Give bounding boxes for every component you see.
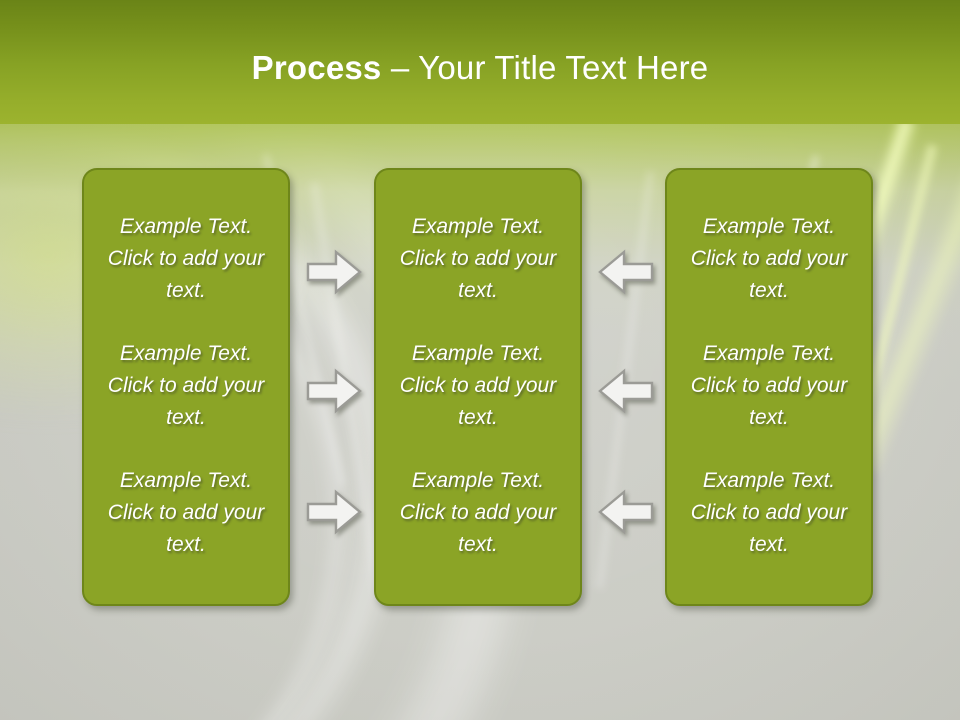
- arrow-left-icon[interactable]: [598, 249, 654, 295]
- process-text[interactable]: Example Text. Click to add your text.: [399, 341, 557, 429]
- arrow-right-icon[interactable]: [306, 368, 362, 414]
- page-title-bold: Process: [251, 49, 382, 86]
- process-text[interactable]: Example Text. Click to add your text.: [107, 215, 265, 303]
- process-text[interactable]: Example Text. Click to add your text.: [690, 341, 848, 429]
- arrow-left-icon[interactable]: [598, 489, 654, 535]
- process-text[interactable]: Example Text. Click to add your text.: [690, 215, 848, 303]
- process-text[interactable]: Example Text. Click to add your text.: [399, 468, 557, 556]
- process-text[interactable]: Example Text. Click to add your text.: [399, 215, 557, 303]
- arrow-right-icon[interactable]: [306, 489, 362, 535]
- process-text[interactable]: Example Text. Click to add your text.: [690, 468, 848, 556]
- arrow-right-icon[interactable]: [306, 249, 362, 295]
- process-box-left[interactable]: Example Text. Click to add your text. Ex…: [82, 168, 290, 606]
- process-box-middle[interactable]: Example Text. Click to add your text. Ex…: [374, 168, 582, 606]
- process-box-right[interactable]: Example Text. Click to add your text. Ex…: [665, 168, 873, 606]
- process-text[interactable]: Example Text. Click to add your text.: [107, 468, 265, 556]
- arrow-left-icon[interactable]: [598, 368, 654, 414]
- process-text[interactable]: Example Text. Click to add your text.: [107, 341, 265, 429]
- page-title: Process – Your Title Text Here: [0, 48, 960, 88]
- page-title-regular: – Your Title Text Here: [381, 49, 709, 86]
- title-band: [0, 0, 960, 124]
